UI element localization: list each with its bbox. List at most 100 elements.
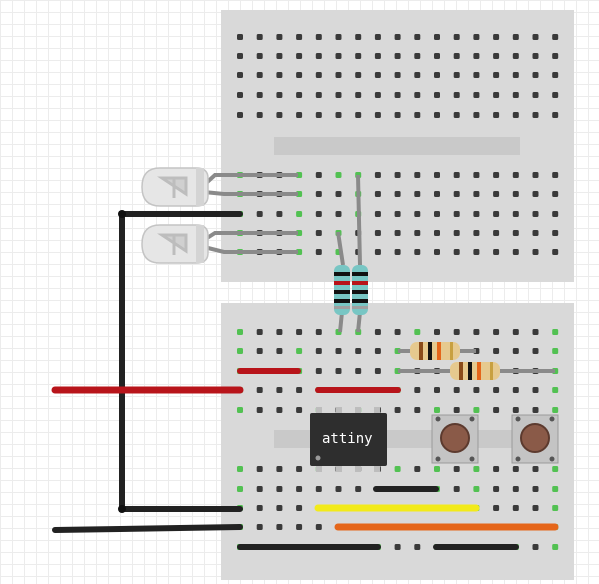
breadboard-hole [394, 34, 401, 40]
breadboard-hole [414, 172, 421, 178]
breadboard-hole [237, 407, 243, 413]
breadboard-hole [473, 211, 480, 217]
breadboard-hole [493, 505, 500, 511]
breadboard-hole [335, 348, 342, 354]
breadboard-hole [532, 34, 539, 40]
breadboard-hole [394, 249, 401, 255]
breadboard-hole [374, 249, 381, 255]
breadboard-hole [355, 368, 362, 374]
attiny-chip[interactable]: attiny [310, 407, 387, 472]
breadboard-hole [237, 112, 243, 118]
breadboard-hole [552, 544, 559, 550]
breadboard-hole [493, 34, 500, 40]
breadboard-hole [453, 466, 460, 472]
breadboard-hole [296, 348, 303, 354]
breadboard-hole [335, 191, 342, 197]
breadboard-hole [552, 387, 559, 393]
breadboard-hole [473, 407, 480, 413]
breadboard-hole [532, 191, 539, 197]
breadboard-hole [532, 407, 539, 413]
breadboard-hole [394, 329, 401, 335]
breadboard-hole [335, 34, 342, 40]
breadboard-hole [315, 112, 322, 118]
breadboard-hole [276, 505, 283, 511]
breadboard-hole [237, 486, 243, 492]
breadboard-hole [256, 407, 263, 413]
resistor-horizontal-2[interactable] [398, 362, 555, 380]
breadboard-hole [552, 486, 559, 492]
breadboard-hole [315, 34, 322, 40]
breadboard-hole [493, 387, 500, 393]
push-button-2[interactable] [511, 414, 559, 464]
breadboard-hole [532, 211, 539, 217]
breadboard-hole [276, 387, 283, 393]
breadboard-hole [532, 230, 539, 236]
breadboard-hole [552, 112, 559, 118]
breadboard-hole [552, 230, 559, 236]
chip-pins-bottom [316, 465, 380, 472]
breadboard-hole [532, 486, 539, 492]
breadboard-hole [374, 72, 381, 78]
breadboard-hole [434, 191, 440, 197]
push-button-2-cap [520, 423, 550, 453]
breadboard-hole [237, 72, 243, 78]
led-1[interactable] [141, 167, 298, 207]
breadboard-hole [512, 53, 519, 59]
breadboard-hole [414, 230, 421, 236]
breadboard-hole [276, 72, 283, 78]
breadboard-hole [374, 53, 381, 59]
breadboard-hole [512, 112, 519, 118]
wire-black-ground[interactable] [52, 524, 243, 533]
breadboard-hole [296, 53, 303, 59]
breadboard-hole [374, 191, 381, 197]
breadboard-hole [296, 407, 303, 413]
breadboard-hole [355, 34, 362, 40]
breadboard-hole [237, 92, 243, 98]
breadboard-hole [434, 211, 440, 217]
breadboard-hole [414, 92, 421, 98]
breadboard-hole [493, 407, 500, 413]
breadboard-hole [512, 466, 519, 472]
breadboard-hole [473, 34, 480, 40]
led-2[interactable] [141, 224, 298, 264]
push-button-1[interactable] [431, 414, 479, 464]
breadboard-hole [453, 112, 460, 118]
breadboard-hole [315, 329, 322, 335]
breadboard-hole [532, 348, 539, 354]
breadboard-hole [414, 53, 421, 59]
breadboard-hole [473, 486, 480, 492]
breadboard-hole [414, 407, 421, 413]
breadboard-hole [512, 348, 519, 354]
resistor-vertical-1-lead-bottom [338, 311, 344, 333]
breadboard-hole [434, 34, 440, 40]
breadboard-hole [414, 211, 421, 217]
breadboard-hole [296, 72, 303, 78]
breadboard-top-channel [274, 137, 520, 155]
breadboard-hole [493, 329, 500, 335]
breadboard-hole [453, 72, 460, 78]
wire-black-left-loop[interactable] [119, 211, 243, 512]
breadboard-hole [434, 387, 440, 393]
breadboard-hole [276, 329, 283, 335]
breadboard-hole [374, 329, 381, 335]
breadboard-hole [237, 329, 243, 335]
breadboard-hole [276, 524, 283, 530]
breadboard-hole [532, 172, 539, 178]
breadboard-hole [315, 368, 322, 374]
breadboard-hole [552, 191, 559, 197]
led-1-leg-b [203, 190, 298, 196]
wire-junction-top [118, 210, 126, 218]
breadboard-hole [512, 191, 519, 197]
breadboard-hole [276, 53, 283, 59]
resistor-vertical-1[interactable] [334, 231, 350, 333]
breadboard-hole [237, 466, 243, 472]
resistor-vertical-2[interactable] [352, 174, 368, 333]
breadboard-hole [296, 211, 303, 217]
breadboard-hole [256, 524, 263, 530]
breadboard-hole [512, 92, 519, 98]
resistor-horizontal-1[interactable] [398, 342, 476, 360]
breadboard-hole [532, 466, 539, 472]
breadboard-hole [335, 172, 342, 178]
breadboard-hole [434, 92, 440, 98]
breadboard-hole [532, 544, 539, 550]
